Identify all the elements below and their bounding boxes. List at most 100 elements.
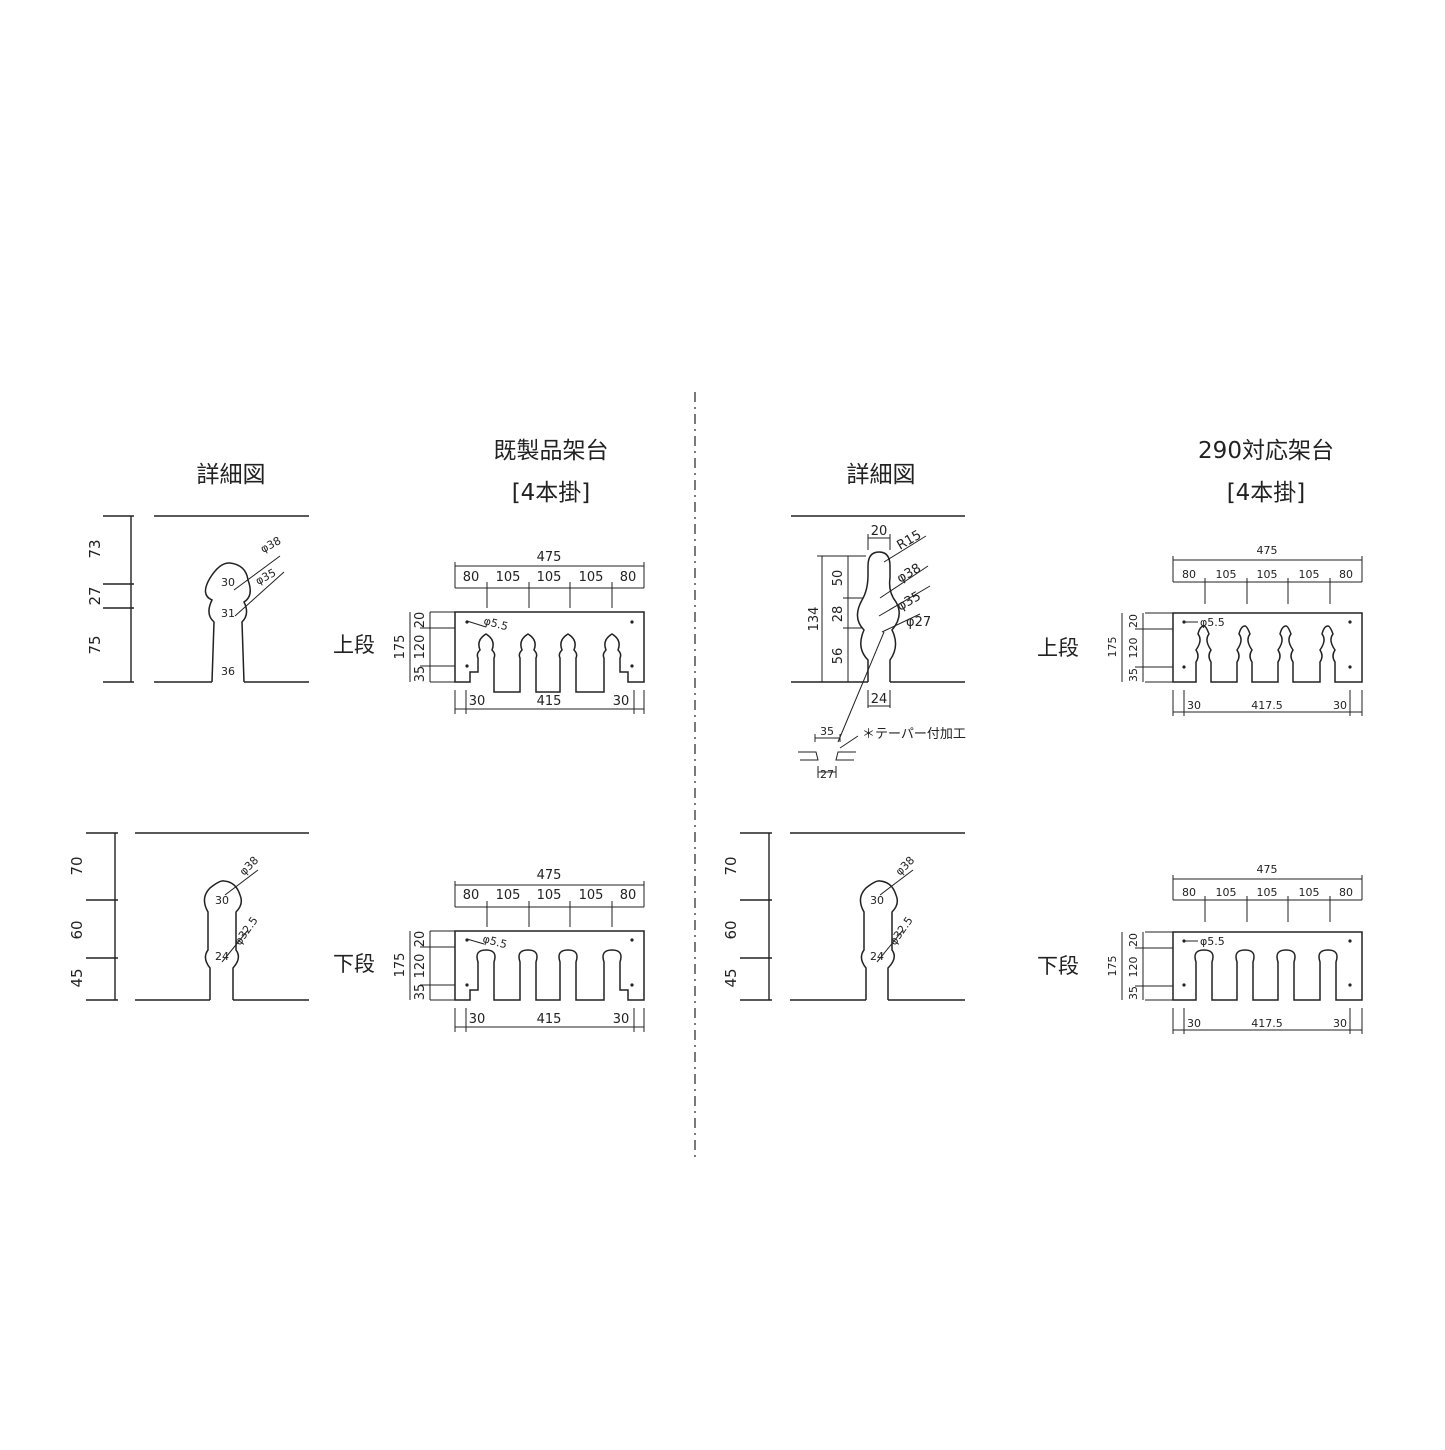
- right-upper-width-bottom: 24: [871, 692, 888, 707]
- left-upper-bottom-1: 30: [469, 694, 486, 709]
- right-lower-hole-dia: φ5.5: [1200, 935, 1225, 948]
- right-upper-row-1: 20: [1127, 614, 1140, 628]
- left-upper-h2: 27: [86, 586, 104, 605]
- right-lower-label: 下段: [1037, 954, 1079, 978]
- right-upper-post-shape: [856, 551, 900, 682]
- left-upper-total: 475: [537, 550, 562, 565]
- left-rack-title: 既製品架台: [494, 438, 609, 464]
- left-lower-h3: 45: [68, 968, 86, 987]
- right-upper-width-top: 20: [871, 524, 888, 539]
- left-upper-w-base: 36: [221, 665, 235, 678]
- right-lower-post-shape: [859, 880, 899, 1000]
- right-upper-hole-dia: φ5.5: [1200, 616, 1225, 629]
- left-upper-height: 175: [393, 635, 408, 660]
- left-lower-seg-5: 80: [620, 888, 637, 903]
- left-lower-w-mid: 24: [215, 950, 229, 963]
- right-lower-w-top: 30: [870, 894, 884, 907]
- left-lower-seg-4: 105: [579, 888, 604, 903]
- left-lower-height: 175: [393, 953, 408, 978]
- right-upper-plate: 上段 475 80 105 105 105 80 φ5.5 175 20 120…: [1037, 544, 1363, 716]
- right-lower-row-1: 20: [1127, 933, 1140, 947]
- right-upper-bottom-1: 30: [1187, 699, 1201, 712]
- right-upper-taper-top: 35: [820, 725, 834, 738]
- right-lower-seg-5: 80: [1339, 886, 1353, 899]
- right-rack-title: 290対応架台: [1198, 438, 1334, 464]
- right-upper-taper-bottom: 27: [820, 768, 834, 781]
- left-lower-label: 下段: [333, 952, 375, 976]
- right-upper-seg-5: 80: [1339, 568, 1353, 581]
- right-lower-h1: 70: [722, 856, 740, 875]
- left-lower-row-2: 120: [413, 954, 428, 979]
- left-upper-seg-3: 105: [537, 570, 562, 585]
- left-upper-label: 上段: [333, 633, 375, 657]
- left-lower-w-top: 30: [215, 894, 229, 907]
- left-lower-hole-dia: φ5.5: [481, 932, 508, 951]
- left-detail-title: 詳細図: [197, 462, 266, 488]
- right-upper-height: 175: [1106, 637, 1119, 658]
- right-upper-h3: 56: [831, 648, 846, 665]
- right-upper-row-3: 35: [1127, 668, 1140, 682]
- left-upper-row-1: 20: [413, 612, 428, 629]
- right-upper-seg-3: 105: [1257, 568, 1278, 581]
- left-lower-plate: 下段 475 80 105 105 105 80 φ5.5 175 20 120…: [333, 868, 645, 1032]
- left-lower-bottom-3: 30: [613, 1012, 630, 1027]
- left-lower-post-shape: [203, 880, 243, 1000]
- left-upper-seg-5: 80: [620, 570, 637, 585]
- left-upper-h1: 73: [86, 539, 104, 558]
- right-upper-seg-4: 105: [1299, 568, 1320, 581]
- left-lower-h2: 60: [68, 920, 86, 939]
- right-lower-plate-shape: [1172, 931, 1363, 1001]
- right-lower-height: 175: [1106, 956, 1119, 977]
- left-upper-dia-top: φ38: [258, 534, 283, 555]
- left-upper-row-2: 120: [413, 635, 428, 660]
- right-detail-title: 詳細図: [847, 462, 916, 488]
- right-lower-dia-top: φ38: [893, 854, 917, 878]
- left-upper-post-shape: [204, 562, 251, 683]
- right-lower-detail: 70 60 45 φ38 φ32.5 30 24: [722, 832, 965, 1001]
- right-lower-h3: 45: [722, 968, 740, 987]
- right-upper-detail: 134 50 28 56 20 R15 φ38 φ35 φ27 24 35 27…: [791, 515, 966, 781]
- left-lower-h1: 70: [68, 856, 86, 875]
- left-upper-bottom-3: 30: [613, 694, 630, 709]
- right-upper-seg-1: 80: [1182, 568, 1196, 581]
- left-lower-plate-shape: [454, 930, 645, 1001]
- left-upper-hole-dia: φ5.5: [482, 614, 509, 633]
- left-upper-seg-4: 105: [579, 570, 604, 585]
- left-upper-plate: 上段 475 80 105 105 105 80 φ5.5 175 20 120…: [333, 550, 645, 714]
- right-lower-total: 475: [1257, 863, 1278, 876]
- left-lower-seg-1: 80: [463, 888, 480, 903]
- right-upper-label: 上段: [1037, 636, 1079, 660]
- right-lower-bottom-3: 30: [1333, 1017, 1347, 1030]
- right-lower-plate: 下段 475 80 105 105 105 80 φ5.5 175 20 120…: [1037, 863, 1363, 1034]
- left-lower-detail: 70 60 45 φ38 φ32.5 30 24: [68, 832, 309, 1001]
- right-upper-total: 475: [1257, 544, 1278, 557]
- left-lower-seg-3: 105: [537, 888, 562, 903]
- right-lower-bottom-2: 417.5: [1251, 1017, 1283, 1030]
- left-rack-subtitle: [4本掛]: [512, 480, 591, 506]
- left-upper-plate-shape: [454, 611, 645, 693]
- right-lower-bottom-1: 30: [1187, 1017, 1201, 1030]
- left-upper-w-top: 30: [221, 576, 235, 589]
- right-lower-seg-2: 105: [1216, 886, 1237, 899]
- right-upper-total-height: 134: [807, 607, 822, 632]
- right-lower-row-2: 120: [1127, 957, 1140, 978]
- right-lower-row-3: 35: [1127, 986, 1140, 1000]
- right-rack-subtitle: [4本掛]: [1227, 480, 1306, 506]
- left-lower-row-1: 20: [413, 931, 428, 948]
- left-upper-row-3: 35: [413, 666, 428, 683]
- right-upper-row-2: 120: [1127, 638, 1140, 659]
- left-lower-total: 475: [537, 868, 562, 883]
- right-lower-w-mid: 24: [870, 950, 884, 963]
- left-upper-w-mid: 31: [221, 607, 235, 620]
- right-lower-seg-1: 80: [1182, 886, 1196, 899]
- left-upper-seg-1: 80: [463, 570, 480, 585]
- left-lower-seg-2: 105: [496, 888, 521, 903]
- right-upper-plate-shape: [1172, 612, 1363, 683]
- left-upper-detail: 73 27 75 φ38 φ35 30 31 36: [86, 515, 309, 683]
- left-lower-bottom-1: 30: [469, 1012, 486, 1027]
- right-upper-dia-3: φ27: [906, 615, 931, 630]
- right-upper-radius: R15: [895, 528, 925, 554]
- left-lower-bottom-2: 415: [537, 1012, 562, 1027]
